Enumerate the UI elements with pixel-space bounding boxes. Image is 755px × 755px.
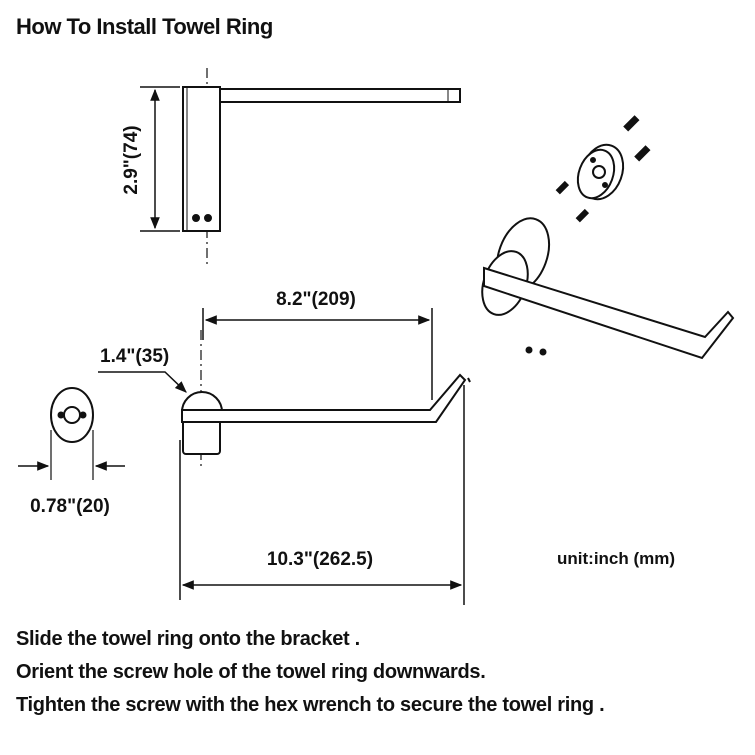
instruction-step-2: Orient the screw hole of the towel ring … bbox=[16, 661, 486, 683]
exploded-view bbox=[481, 143, 735, 360]
base-end-view bbox=[50, 387, 94, 480]
height-dimension bbox=[140, 86, 180, 232]
length-dimension bbox=[179, 385, 465, 605]
screws bbox=[525, 115, 651, 356]
depth-label: 8.2"(209) bbox=[276, 289, 356, 310]
base-diameter-label: 1.4"(35) bbox=[100, 346, 169, 367]
depth-dimension bbox=[202, 308, 433, 400]
side-view bbox=[182, 68, 461, 265]
front-view bbox=[181, 330, 471, 470]
instruction-step-3: Tighten the screw with the hex wrench to… bbox=[16, 694, 605, 716]
base-diameter-callout bbox=[98, 371, 187, 393]
instruction-list: Slide the towel ring onto the bracket . … bbox=[16, 623, 605, 722]
length-label: 10.3"(262.5) bbox=[267, 549, 373, 570]
instruction-step-1: Slide the towel ring onto the bracket . bbox=[16, 628, 360, 650]
height-label: 2.9"(74) bbox=[121, 125, 142, 194]
base-width-label: 0.78"(20) bbox=[30, 496, 110, 517]
diagram-title: How To Install Towel Ring bbox=[16, 14, 273, 39]
unit-note: unit:inch (mm) bbox=[557, 549, 676, 568]
